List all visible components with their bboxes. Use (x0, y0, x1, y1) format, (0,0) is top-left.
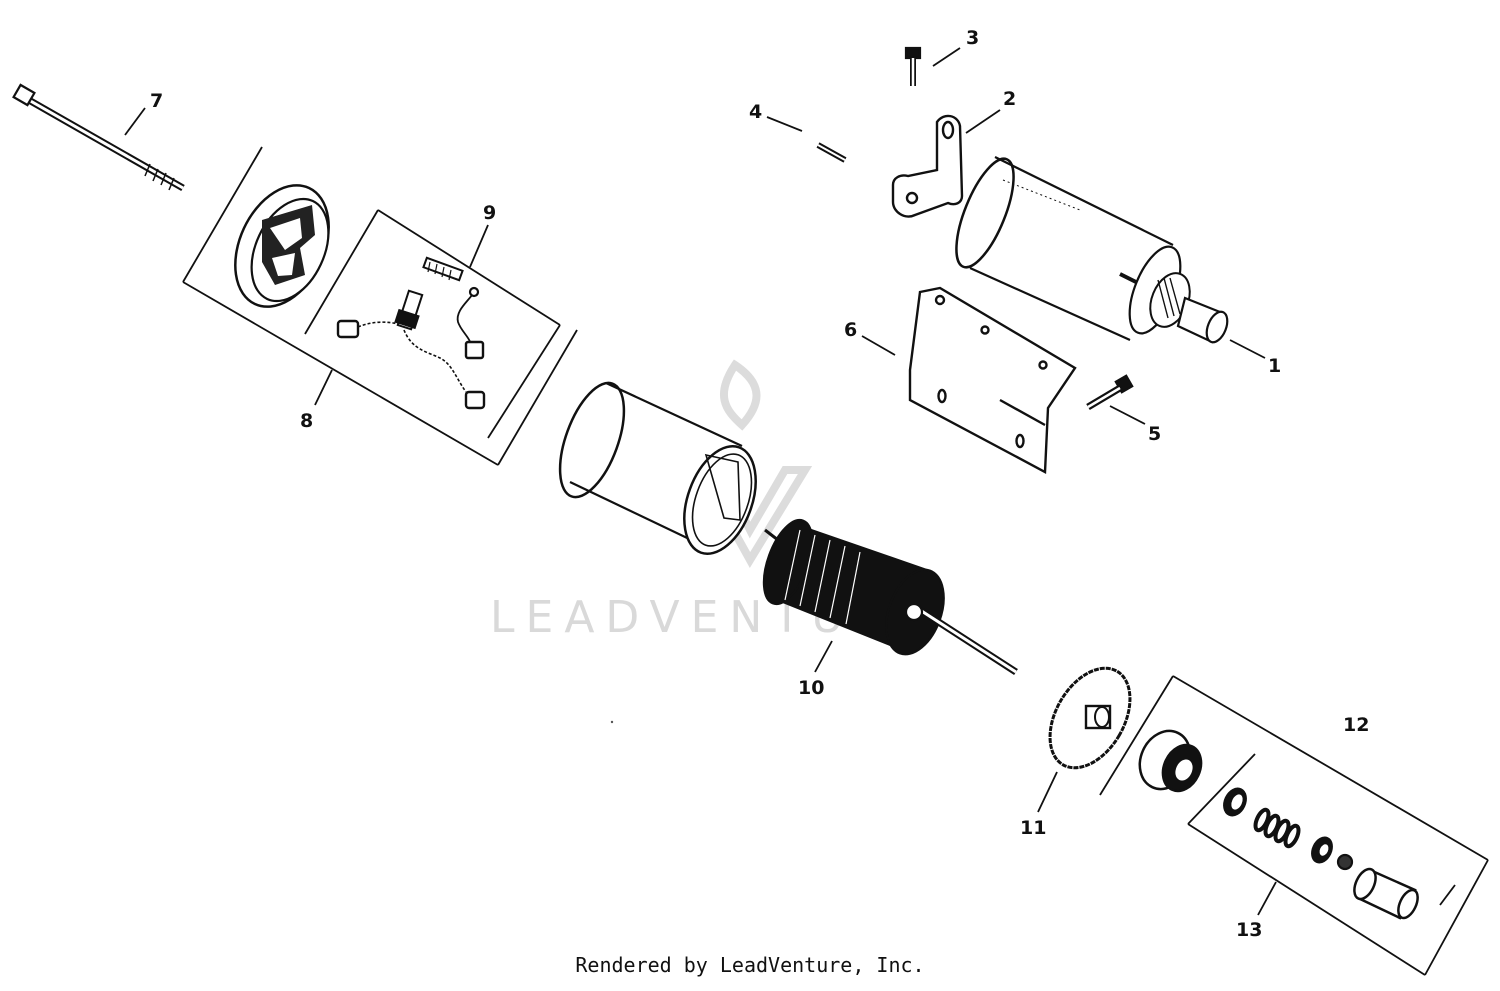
bracket-9 (304, 209, 561, 439)
callout-6: 6 (844, 319, 857, 341)
bracket-8 (182, 146, 578, 466)
drive-end-cap[interactable] (1034, 654, 1147, 782)
mounting-plate[interactable] (891, 114, 964, 218)
callout-13: 13 (1236, 919, 1262, 941)
screw-5[interactable] (1086, 374, 1134, 411)
callout-labels: 1 2 3 4 5 6 7 8 9 10 11 12 13 (150, 27, 1369, 941)
callout-10: 10 (798, 677, 824, 699)
callout-11: 11 (1020, 817, 1046, 839)
through-bolt[interactable] (12, 83, 185, 192)
motor-housing[interactable] (547, 375, 769, 564)
callout-3: 3 (966, 27, 979, 49)
drive-kit[interactable] (1220, 785, 1422, 921)
end-cap[interactable] (217, 170, 347, 322)
mounting-bracket[interactable] (908, 286, 1077, 474)
screw-4[interactable] (816, 142, 847, 163)
callout-2: 2 (1003, 88, 1016, 110)
brush-kit[interactable] (336, 256, 486, 410)
callout-9: 9 (483, 202, 496, 224)
footer-credit: Rendered by LeadVenture, Inc. (575, 953, 925, 977)
pinion-gear[interactable] (1131, 723, 1209, 798)
callout-4: 4 (749, 101, 762, 123)
callout-8: 8 (300, 410, 313, 432)
callout-5: 5 (1148, 423, 1161, 445)
bracket-12-13 (1099, 675, 1489, 976)
starter-motor[interactable] (945, 152, 1232, 345)
armature[interactable] (754, 514, 1018, 675)
stray-dot (610, 720, 614, 724)
callout-7: 7 (150, 90, 163, 112)
leader-lines (124, 47, 1277, 916)
callout-1: 1 (1268, 355, 1281, 377)
callout-12: 12 (1343, 714, 1369, 736)
screw-3[interactable] (904, 46, 922, 86)
